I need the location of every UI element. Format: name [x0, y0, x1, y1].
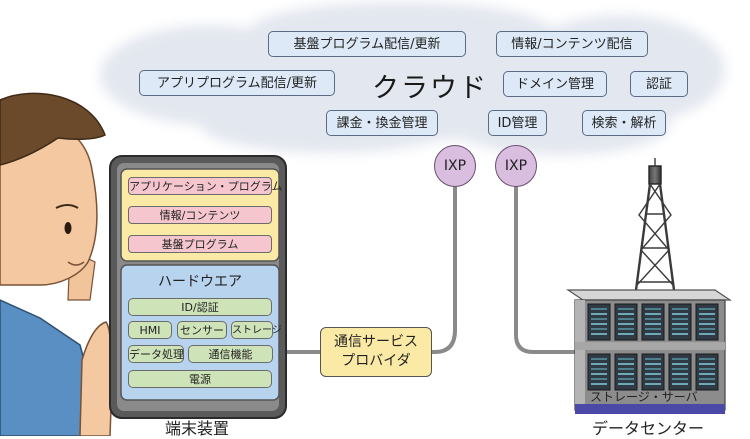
- datacenter-caption: データセンター: [592, 419, 705, 438]
- server-light: [672, 378, 688, 380]
- server-light: [699, 378, 715, 380]
- service-billing: 課金・換金管理: [326, 110, 438, 136]
- server-light: [672, 323, 688, 325]
- server-light: [645, 323, 661, 325]
- server-light: [618, 378, 634, 380]
- server-light: [591, 363, 607, 365]
- server-light: [699, 383, 715, 385]
- server-light: [591, 333, 607, 335]
- server-light: [591, 313, 607, 315]
- server-light: [699, 368, 715, 370]
- server-light: [645, 383, 661, 385]
- server-light: [618, 383, 634, 385]
- server-light: [699, 328, 715, 330]
- network-links: [283, 185, 582, 354]
- server-light: [618, 328, 634, 330]
- server-light: [699, 313, 715, 315]
- server-light: [591, 318, 607, 320]
- server-light: [591, 368, 607, 370]
- service-content-distribution: 情報/コンテンツ配信: [496, 31, 648, 57]
- server-light: [699, 323, 715, 325]
- hardware-power: 電源: [128, 370, 272, 388]
- server-light: [672, 368, 688, 370]
- cloud-title: クラウド: [372, 73, 488, 104]
- server-light: [591, 378, 607, 380]
- server-racks: [587, 303, 719, 391]
- server-light: [672, 363, 688, 365]
- device-caption: 端末装置: [165, 419, 230, 438]
- hardware-hmi: HMI: [128, 321, 172, 339]
- software-platform-program: 基盤プログラム: [128, 235, 272, 253]
- provider-line-2: プロバイダ: [341, 353, 411, 369]
- server-light: [645, 363, 661, 365]
- hardware-data-processing: データ処理: [128, 345, 184, 363]
- server-light: [618, 333, 634, 335]
- ixp-node-left: IXP: [434, 145, 476, 187]
- server-light: [591, 358, 607, 360]
- server-light: [645, 378, 661, 380]
- server-light: [591, 308, 607, 310]
- software-application-program: アプリケーション・プログラム: [128, 177, 282, 195]
- server-light: [672, 383, 688, 385]
- hardware-sensor: センサー: [177, 321, 227, 339]
- service-authentication: 認証: [630, 71, 688, 97]
- hardware-storage: ストレージ: [231, 321, 282, 339]
- hardware-communication: 通信機能: [188, 345, 273, 363]
- server-light: [672, 358, 688, 360]
- service-id-management: ID管理: [488, 110, 547, 136]
- person-illustration: [0, 92, 113, 436]
- server-light: [618, 323, 634, 325]
- hardware-title: ハードウエア: [158, 274, 242, 290]
- server-light: [591, 373, 607, 375]
- server-light: [672, 308, 688, 310]
- server-light: [699, 363, 715, 365]
- server-light: [672, 313, 688, 315]
- service-app-distribution: アプリプログラム配信/更新: [139, 70, 335, 96]
- antenna-tower: [634, 158, 676, 291]
- server-light: [672, 373, 688, 375]
- server-light: [645, 358, 661, 360]
- server-light: [591, 328, 607, 330]
- storage-server-label: ストレージ・サーバ: [590, 390, 698, 404]
- service-search-analysis: 検索・解析: [582, 110, 666, 136]
- server-light: [699, 358, 715, 360]
- server-light: [699, 373, 715, 375]
- server-light: [699, 333, 715, 335]
- server-light: [645, 368, 661, 370]
- server-light: [699, 308, 715, 310]
- server-light: [618, 313, 634, 315]
- ixp-node-right: IXP: [495, 145, 537, 187]
- server-light: [672, 333, 688, 335]
- server-light: [618, 363, 634, 365]
- server-light: [672, 318, 688, 320]
- server-light: [645, 318, 661, 320]
- server-light: [591, 383, 607, 385]
- server-light: [699, 318, 715, 320]
- service-platform-distribution: 基盤プログラム配信/更新: [268, 31, 466, 57]
- server-light: [618, 318, 634, 320]
- server-light: [645, 328, 661, 330]
- server-light: [645, 308, 661, 310]
- network-service-provider: 通信サービス プロバイダ: [320, 327, 432, 377]
- server-light: [618, 368, 634, 370]
- server-light: [645, 333, 661, 335]
- service-domain-management: ドメイン管理: [503, 71, 607, 97]
- server-light: [618, 358, 634, 360]
- server-light: [591, 323, 607, 325]
- server-light: [618, 373, 634, 375]
- hardware-id-auth: ID/認証: [128, 298, 272, 316]
- server-light: [618, 308, 634, 310]
- server-light: [645, 373, 661, 375]
- server-light: [672, 328, 688, 330]
- provider-line-1: 通信サービス: [334, 334, 418, 350]
- software-content: 情報/コンテンツ: [128, 206, 272, 224]
- server-light: [645, 313, 661, 315]
